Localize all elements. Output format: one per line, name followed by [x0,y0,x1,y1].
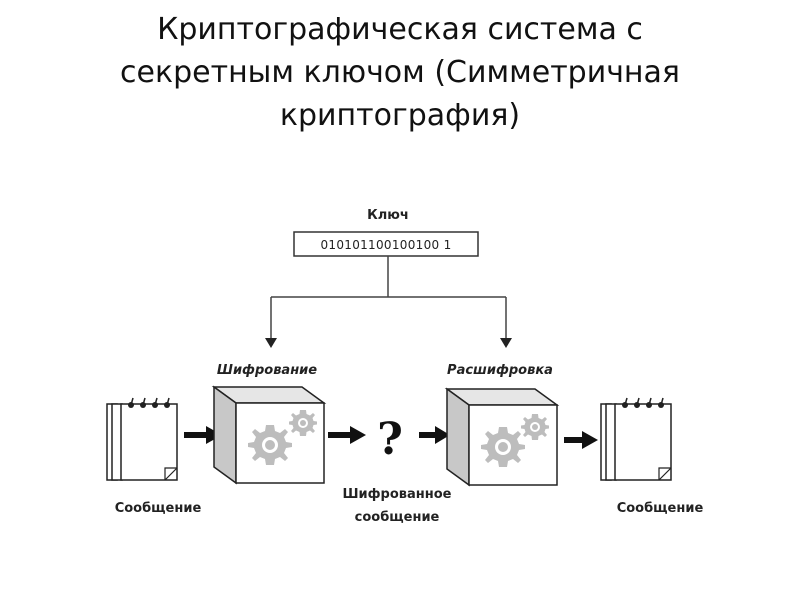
arrow-right-icon [328,426,366,444]
gear-icon [289,410,317,436]
arrow-right-icon [419,426,450,444]
gear-icon [521,414,549,440]
gear-icon [481,427,525,467]
target-notepad-icon [600,397,672,481]
arrow-to-decryption-icon [500,338,512,348]
encryption-box [213,386,325,484]
ciphertext-label-line-1: Шифрованное [342,487,451,502]
title-line-3: криптография) [279,98,521,133]
target-message-label: Сообщение [617,501,704,516]
title-line-2: секретным ключом (Симметричная [120,55,680,90]
key-box [293,231,479,257]
slide-title: Криптографическая система с секретным кл… [0,8,800,137]
arrow-right-icon [564,431,598,449]
ciphertext-label-line-2: сообщение [355,510,440,525]
source-notepad-icon [106,397,178,481]
decryption-label: Расшифровка [447,363,553,378]
key-distribution-lines [270,256,507,340]
encryption-label: Шифрование [217,363,317,378]
source-message-label: Сообщение [115,501,202,516]
arrow-to-encryption-icon [265,338,277,348]
title-line-1: Криптографическая система с [157,12,643,47]
decryption-box [446,388,558,486]
key-value: 010101100100100 1 [320,238,451,252]
key-label: Ключ [367,208,409,223]
ciphertext-unknown-symbol: ? [377,414,403,465]
gear-icon [248,425,292,465]
